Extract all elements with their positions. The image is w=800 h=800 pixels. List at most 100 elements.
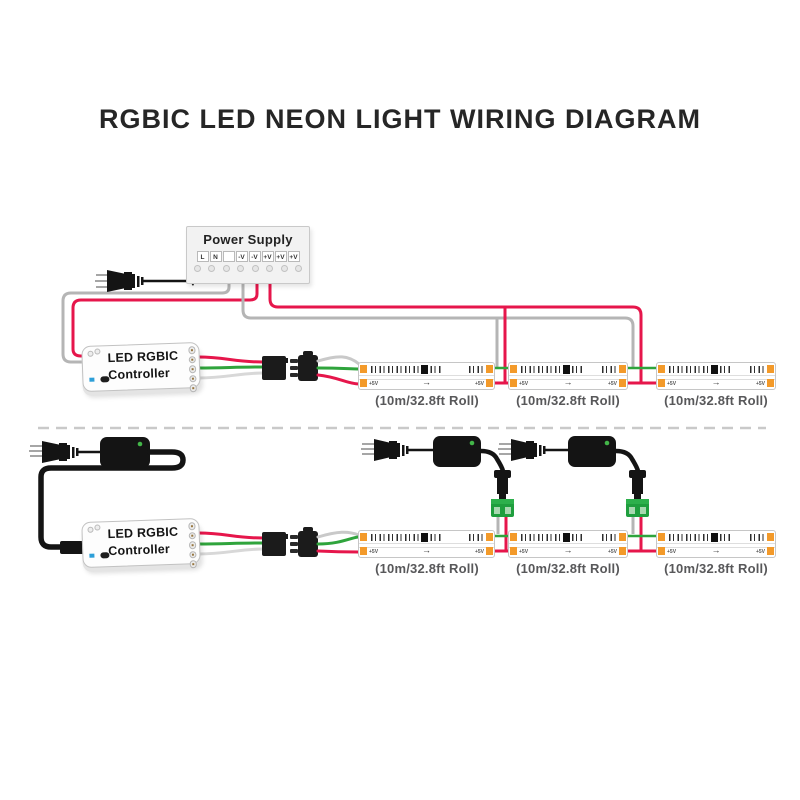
plug-rib bbox=[141, 277, 144, 285]
power-supply-terminal-row: L N -V -V +V +V +V bbox=[187, 251, 309, 262]
power-supply-label: Power Supply bbox=[203, 232, 293, 247]
strip-pad bbox=[767, 533, 774, 541]
connector-pin bbox=[290, 366, 298, 370]
connector-pin bbox=[290, 373, 298, 377]
roll-label: (10m/32.8ft Roll) bbox=[664, 561, 768, 576]
screw-terminal bbox=[208, 265, 216, 272]
power-indicator-led bbox=[469, 440, 475, 446]
wire-positive-run-red bbox=[268, 278, 643, 385]
wire-red bbox=[196, 355, 265, 364]
terminal-slot bbox=[640, 507, 646, 514]
wire-negative-run-gray bbox=[241, 278, 635, 369]
terminal-slot bbox=[494, 507, 500, 514]
dc-terminal-adapter bbox=[626, 499, 649, 504]
strip-line bbox=[657, 547, 775, 548]
led-strip: +5V +5V → bbox=[358, 362, 495, 390]
strip-pad bbox=[360, 533, 367, 541]
wire-white bbox=[196, 371, 265, 380]
strip-line bbox=[657, 379, 775, 380]
terminal-label-neg: -V bbox=[248, 251, 261, 262]
strip-line bbox=[509, 547, 627, 548]
strip-pad bbox=[360, 379, 367, 387]
strip-pad-label: +5V bbox=[667, 381, 677, 387]
dc-terminal-adapter bbox=[491, 499, 514, 504]
dc-barrel-connector bbox=[497, 478, 508, 494]
strip-pad bbox=[510, 365, 517, 373]
plug-body bbox=[107, 270, 126, 292]
screw-terminal bbox=[188, 365, 197, 373]
screw-terminal bbox=[188, 355, 196, 364]
wire-positive-red bbox=[71, 278, 259, 358]
power-supply-box: Power Supply L N -V -V +V +V +V bbox=[186, 226, 310, 284]
terminal-label-blank bbox=[222, 251, 235, 262]
strip-pad-label: +5V bbox=[519, 549, 529, 555]
dc-adapter-brick bbox=[568, 436, 616, 467]
strip-line bbox=[657, 375, 775, 376]
strip-pad-label: +5V bbox=[369, 381, 379, 387]
three-pin-connector-male bbox=[290, 527, 318, 557]
strip-pad-label: +5V bbox=[755, 549, 765, 555]
strip-direction-arrow: → bbox=[422, 545, 431, 555]
dc-plug-into-controller bbox=[60, 541, 84, 554]
strip-components bbox=[669, 366, 731, 373]
strip-pad bbox=[360, 547, 367, 555]
strip-pad-label: +5V bbox=[755, 381, 765, 387]
controller-screw bbox=[87, 350, 94, 357]
controller-button bbox=[100, 552, 110, 559]
dc-barrel-connector bbox=[634, 494, 641, 499]
strip-line bbox=[509, 375, 627, 376]
three-pin-connector-female bbox=[262, 532, 288, 556]
strip-pad bbox=[658, 379, 665, 387]
terminal-slot bbox=[505, 507, 511, 514]
strip-direction-arrow: → bbox=[711, 545, 721, 555]
led-rgbic-controller-top: LED RGBIC Controller bbox=[81, 341, 201, 393]
strip-direction-arrow: → bbox=[563, 545, 573, 555]
controller-button bbox=[100, 376, 110, 383]
roll-label: (10m/32.8ft Roll) bbox=[375, 561, 479, 576]
controller-terminal-screws bbox=[187, 522, 197, 568]
terminal-label-N: N bbox=[209, 251, 222, 262]
screw-terminal bbox=[237, 265, 245, 272]
strip-components bbox=[371, 366, 442, 373]
controller-screw bbox=[87, 526, 94, 533]
strip-line bbox=[657, 543, 775, 544]
strip-components bbox=[750, 534, 764, 541]
wire-negative-gray bbox=[61, 278, 231, 364]
terminal-label-pos: +V bbox=[274, 251, 287, 262]
strip-line bbox=[359, 543, 494, 544]
terminal-label-pos: +V bbox=[261, 251, 274, 262]
controller-label-line2: Controller bbox=[108, 365, 171, 383]
wire-red bbox=[196, 531, 265, 540]
screw-terminal bbox=[295, 265, 303, 272]
wire-red bbox=[316, 373, 361, 386]
controller-output-bottom bbox=[196, 531, 265, 556]
strip-pad-label: +5V bbox=[607, 381, 617, 387]
controller-label-line2: Controller bbox=[108, 541, 171, 559]
wire-white bbox=[196, 547, 265, 556]
screw-terminal bbox=[222, 265, 230, 272]
strip-pad-label: +5V bbox=[607, 549, 617, 555]
strip-ic-chip bbox=[563, 533, 571, 542]
terminal-label-L: L bbox=[196, 251, 209, 262]
strip-ic-chip bbox=[711, 365, 719, 374]
strip-components bbox=[371, 534, 442, 541]
controller-terminal-screws bbox=[187, 346, 197, 392]
wire-white bbox=[316, 355, 361, 366]
strip-line bbox=[509, 543, 627, 544]
strip-pad-label: +5V bbox=[519, 381, 529, 387]
power-indicator-led bbox=[604, 440, 610, 446]
strip-components bbox=[750, 366, 764, 373]
strip-pad bbox=[360, 365, 367, 373]
terminal-label-neg: -V bbox=[235, 251, 248, 262]
strip-pad bbox=[658, 533, 665, 541]
screw-terminal bbox=[189, 384, 197, 392]
strip-components bbox=[469, 534, 483, 541]
wire-green bbox=[316, 535, 360, 546]
strip-pad bbox=[486, 533, 493, 541]
strip-direction-arrow: → bbox=[422, 377, 431, 387]
plug-body bbox=[124, 272, 132, 290]
strip-pad bbox=[510, 547, 517, 555]
strip-line bbox=[359, 375, 494, 376]
strip-components bbox=[602, 366, 616, 373]
dc-cable bbox=[478, 448, 506, 474]
